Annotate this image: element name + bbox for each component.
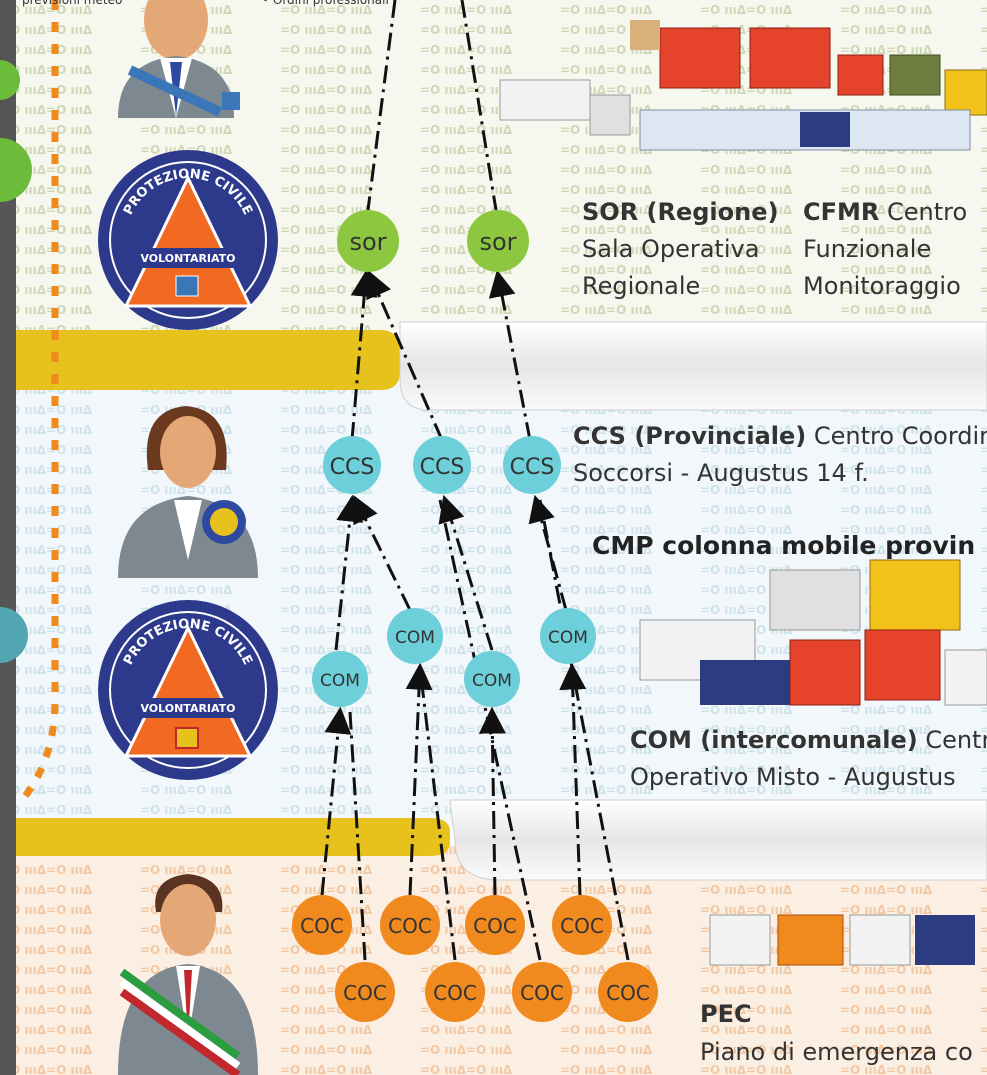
svg-text:COC: COC bbox=[433, 981, 477, 1005]
ccs-label: CCS (Provinciale) Centro Coordin bbox=[573, 422, 987, 450]
svg-text:COC: COC bbox=[300, 914, 344, 938]
cfmr-label: CFMR Centro bbox=[803, 198, 968, 226]
svg-text:COC: COC bbox=[343, 981, 387, 1005]
cropped-teal-circle bbox=[0, 607, 28, 663]
badge-text-bottom: VOLONTARIATO bbox=[140, 702, 235, 715]
connections bbox=[320, 0, 630, 961]
separator-ribbon-bottom bbox=[16, 818, 450, 856]
vehicles-regional bbox=[499, 20, 987, 151]
top-cut-text-mid: • Ordini professionali bbox=[262, 0, 389, 7]
ccs-node: CCS bbox=[323, 436, 381, 494]
cfmr-desc-line: Funzionale bbox=[803, 235, 932, 263]
svg-text:COM: COM bbox=[395, 628, 435, 648]
timeline-dots bbox=[19, 0, 59, 803]
svg-text:COC: COC bbox=[520, 981, 564, 1005]
coc-node: COC bbox=[380, 895, 440, 955]
separator-fold-bottom bbox=[449, 799, 987, 881]
com-node: COM bbox=[464, 651, 520, 707]
person-icon-mayor bbox=[118, 874, 258, 1075]
coc-node: COC bbox=[552, 895, 612, 955]
com-label: COM (intercomunale) Centr bbox=[630, 726, 987, 754]
cropped-green-circle bbox=[0, 60, 20, 100]
coc-node: COC bbox=[425, 962, 485, 1022]
pec-desc-line: Piano di emergenza co bbox=[700, 1038, 973, 1066]
top-cut-text-left: previsioni meteo bbox=[22, 0, 123, 7]
person-icon-prefect bbox=[118, 0, 240, 118]
svg-text:COM: COM bbox=[548, 628, 588, 648]
ccs-node: CCS bbox=[413, 436, 471, 494]
svg-text:COM: COM bbox=[472, 671, 512, 691]
svg-text:COC: COC bbox=[606, 981, 650, 1005]
vehicles-municipal bbox=[709, 914, 975, 966]
pec-label: PEC bbox=[700, 1000, 752, 1028]
cmp-title: CMP colonna mobile provin bbox=[592, 531, 976, 560]
protezione-civile-badge: PROTEZIONE CIVILE VOLONTARIATO bbox=[98, 600, 278, 780]
sor-node: sor bbox=[337, 210, 399, 272]
sor-desc-line: Regionale bbox=[582, 272, 701, 300]
svg-text:sor: sor bbox=[349, 228, 386, 256]
badge-text-bottom: VOLONTARIATO bbox=[140, 252, 235, 265]
coc-node: COC bbox=[335, 962, 395, 1022]
vehicles-provincial bbox=[639, 559, 987, 706]
com-node: COM bbox=[387, 608, 443, 664]
com-node: COM bbox=[540, 608, 596, 664]
person-icon-woman bbox=[118, 406, 258, 578]
ccs-node: CCS bbox=[503, 436, 561, 494]
coc-node: COC bbox=[512, 962, 572, 1022]
coc-node: COC bbox=[292, 895, 352, 955]
sor-node: sor bbox=[467, 210, 529, 272]
left-edge-strip bbox=[0, 0, 16, 1075]
com-desc-line: Operativo Misto - Augustus bbox=[630, 763, 956, 791]
ccs-desc-line: Soccorsi - Augustus 14 f. bbox=[573, 459, 869, 487]
svg-text:COC: COC bbox=[560, 914, 604, 938]
sor-desc-line: Sala Operativa bbox=[582, 235, 760, 263]
cropped-green-circle bbox=[0, 138, 32, 202]
coc-node: COC bbox=[465, 895, 525, 955]
coc-node: COC bbox=[598, 962, 658, 1022]
svg-text:COC: COC bbox=[388, 914, 432, 938]
sor-label: SOR (Regione) bbox=[582, 198, 779, 226]
svg-text:sor: sor bbox=[479, 228, 516, 256]
com-node: COM bbox=[312, 651, 368, 707]
svg-text:CCS: CCS bbox=[510, 455, 555, 480]
separator-fold-top bbox=[399, 321, 987, 411]
svg-text:CCS: CCS bbox=[420, 455, 465, 480]
protezione-civile-badge: PROTEZIONE CIVILE VOLONTARIATO bbox=[98, 150, 278, 330]
svg-text:COC: COC bbox=[473, 914, 517, 938]
separator-ribbon-top bbox=[16, 330, 400, 390]
svg-text:COM: COM bbox=[320, 671, 360, 691]
svg-text:CCS: CCS bbox=[330, 455, 375, 480]
cfmr-desc-line: Monitoraggio bbox=[803, 272, 961, 300]
